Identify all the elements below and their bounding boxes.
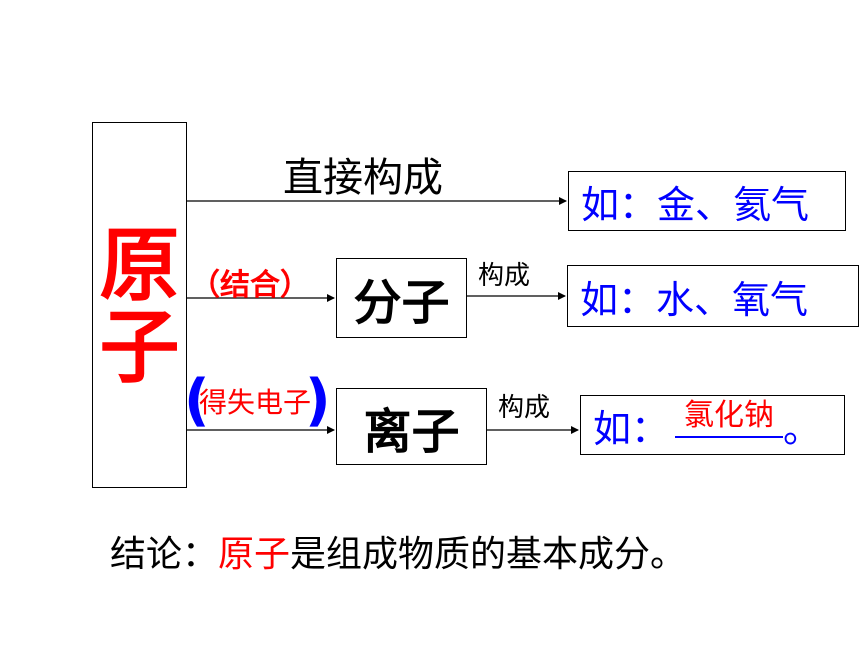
direct-compose-label: 直接构成 — [283, 155, 443, 201]
example-prefix-3: 如： — [593, 406, 670, 451]
right-paren: ) — [305, 368, 331, 433]
atom-label: 原子 — [99, 219, 180, 394]
gain-lose-electron-label: 得失电子 — [199, 386, 312, 419]
example-box-1: 如：金、氦气 — [568, 171, 846, 231]
atom-box — [92, 122, 187, 488]
conclusion-highlight: 原子 — [218, 534, 291, 575]
example-box-3: 如： 氯化钠 。 — [580, 395, 845, 455]
compose-label-2: 构成 — [498, 393, 551, 423]
example-text-1: 如：金、氦气 — [581, 182, 810, 227]
ion-box: 离子 — [336, 388, 487, 465]
compose-label-1: 构成 — [478, 261, 531, 291]
example-box-2: 如：水、氧气 — [567, 265, 859, 327]
molecule-box: 分子 — [336, 258, 467, 338]
left-paren: ( — [184, 368, 210, 433]
molecule-label: 分子 — [353, 275, 450, 331]
ion-label: 离子 — [363, 403, 460, 460]
combine-label: （结合） — [190, 268, 310, 303]
conclusion-prefix: 结论： — [110, 534, 219, 575]
conclusion: 结论：原子是组成物质的基本成分。 — [110, 525, 686, 577]
answer-blank: 氯化钠 — [675, 396, 784, 438]
conclusion-rest: 是组成物质的基本成分。 — [290, 534, 687, 575]
example-text-2: 如：水、氧气 — [580, 277, 809, 322]
example-suffix-3: 。 — [783, 406, 822, 451]
